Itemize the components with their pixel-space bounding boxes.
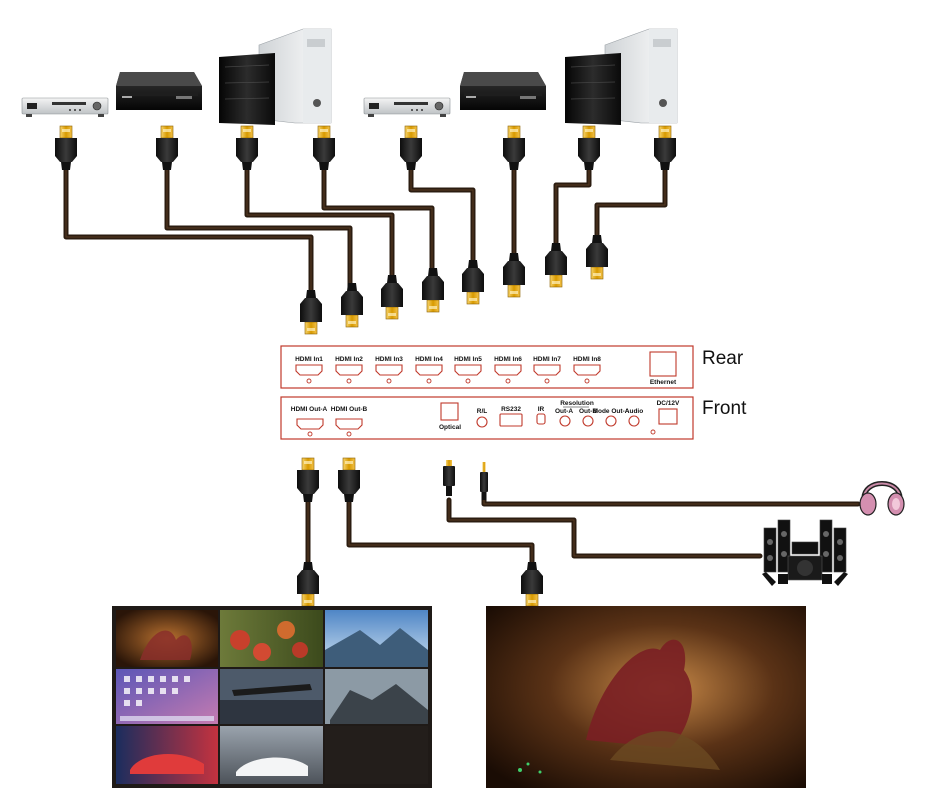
optical-port-icon <box>440 402 459 421</box>
optical-plug-icon <box>443 460 455 496</box>
hdmi-plug-icon <box>585 234 609 280</box>
hdmi-plug-icon <box>340 282 364 328</box>
mode-out-a-label: Mode Out-A <box>593 408 630 415</box>
ethernet-port-icon <box>649 351 677 377</box>
source-hdmi-plugs <box>54 125 677 171</box>
audio-button <box>628 415 640 427</box>
dvd-player-icon <box>363 97 451 117</box>
hdmi-plug-icon <box>461 259 485 305</box>
hdmi-port-icon <box>375 364 403 376</box>
hdmi-plug-icon <box>235 125 259 171</box>
port-label: HDMI In2 <box>335 356 363 363</box>
rear-panel-title: Rear <box>702 348 744 369</box>
hdmi-port-icon <box>335 418 363 430</box>
pc-tower-pair-icon <box>565 28 678 125</box>
multiview-display-icon <box>112 606 432 788</box>
resolution-out-b-button <box>582 415 594 427</box>
port-label: HDMI In8 <box>573 356 601 363</box>
resolution-out-a-label: Out-A <box>555 408 573 415</box>
hdmi-plug-icon <box>296 561 320 607</box>
hdmi-port-icon <box>533 364 561 376</box>
pc-tower-pair-icon <box>219 28 332 125</box>
hdmi-plug-icon <box>577 125 601 171</box>
hdmi-port-icon <box>454 364 482 376</box>
port-label: HDMI In1 <box>295 356 323 363</box>
hdmi-port-icon <box>295 364 323 376</box>
hdmi-plug-icon <box>380 274 404 320</box>
dc-power-port-icon <box>658 408 678 425</box>
hdmi-plug-icon <box>299 289 323 335</box>
headphones-icon <box>859 481 905 516</box>
ethernet-label: Ethernet <box>650 379 677 386</box>
front-panel-title: Front <box>702 398 747 419</box>
set-top-box-icon <box>116 72 202 110</box>
port-label: HDMI In5 <box>454 356 482 363</box>
matrix-input-plugs <box>299 234 609 335</box>
audio-jack-plug-icon <box>480 462 488 500</box>
output-plugs <box>296 457 544 607</box>
hdmi-plug-icon <box>544 242 568 288</box>
hdmi-plug-icon <box>54 125 78 171</box>
port-label: HDMI In4 <box>415 356 443 363</box>
mode-out-a-button <box>605 415 617 427</box>
hdmi-plug-icon <box>421 267 445 313</box>
rl-label: R/L <box>477 408 488 415</box>
audio-label: Audio <box>625 408 643 415</box>
hdmi-port-icon <box>296 418 324 430</box>
ir-sensor-icon <box>536 413 546 425</box>
hdmi-plug-icon <box>155 125 179 171</box>
ir-label: IR <box>538 406 545 413</box>
surround-speakers-icon <box>762 519 848 586</box>
hdmi-plug-icon <box>312 125 336 171</box>
rs232-label: RS232 <box>501 406 521 413</box>
port-label: HDMI In7 <box>533 356 561 363</box>
hdmi-plug-icon <box>502 252 526 298</box>
hdmi-port-icon <box>494 364 522 376</box>
rs232-port-icon <box>499 413 523 427</box>
hdmi-port-icon <box>335 364 363 376</box>
port-label: HDMI In3 <box>375 356 403 363</box>
hdmi-plug-icon <box>296 457 320 503</box>
hdmi-out-b-label: HDMI Out-B <box>331 406 368 413</box>
rear-hdmi-ports: HDMI In1 HDMI In2 HDMI In3 HDMI In4 HDMI… <box>295 356 601 384</box>
resolution-label: Resolution <box>560 400 594 407</box>
hdmi-plug-icon <box>502 125 526 171</box>
hdmi-plug-icon <box>399 125 423 171</box>
hdmi-plug-icon <box>337 457 361 503</box>
audio-jack-icon <box>476 416 488 428</box>
rear-panel: HDMI In1 HDMI In2 HDMI In3 HDMI In4 HDMI… <box>280 345 694 389</box>
port-label: HDMI In6 <box>494 356 522 363</box>
hdmi-port-icon <box>573 364 601 376</box>
hdmi-plug-icon <box>520 561 544 607</box>
front-panel: HDMI Out-A HDMI Out-B Optical R/L RS232 … <box>280 396 694 440</box>
optical-label: Optical <box>439 424 461 431</box>
resolution-out-b-label: Out-B <box>579 408 597 415</box>
dc-label: DC/12V <box>657 400 680 407</box>
hdmi-port-icon <box>415 364 443 376</box>
hdmi-plug-icon <box>653 125 677 171</box>
dvd-player-icon <box>21 97 109 117</box>
set-top-box-icon <box>460 72 546 110</box>
hdmi-out-a-label: HDMI Out-A <box>291 406 328 413</box>
resolution-out-a-button <box>559 415 571 427</box>
single-view-display-icon <box>486 606 806 788</box>
input-cables <box>63 157 668 303</box>
output-cables <box>305 492 861 573</box>
